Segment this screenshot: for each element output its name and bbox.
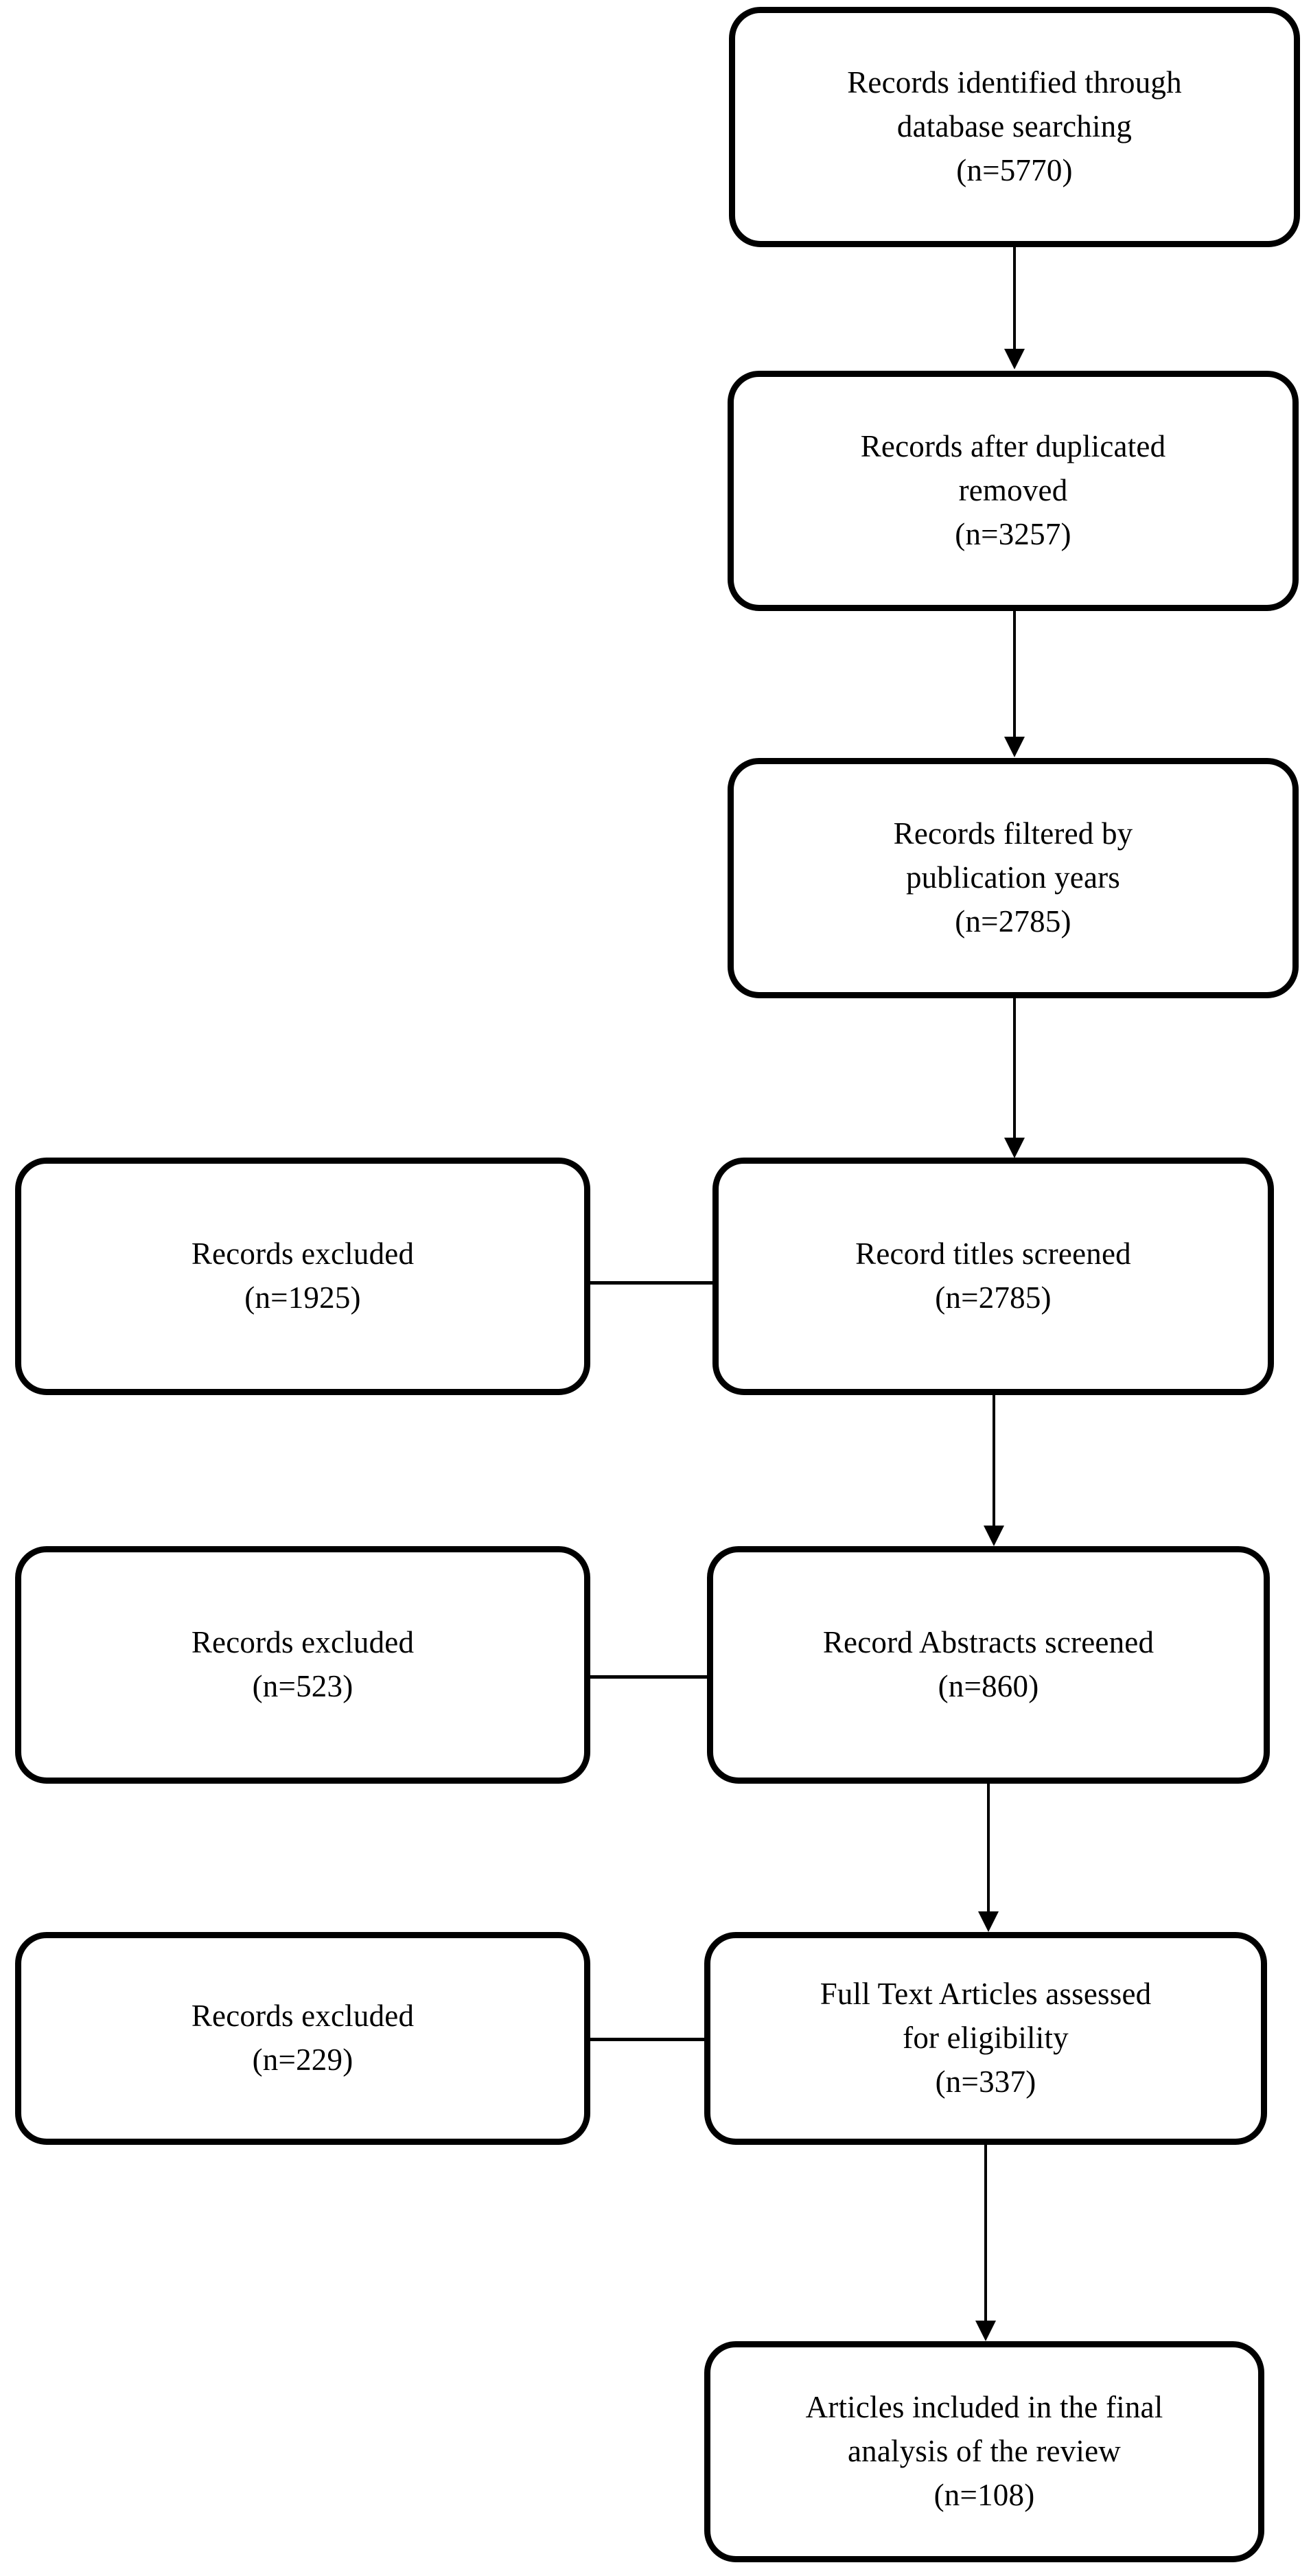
box-line: Records identified through (847, 65, 1182, 100)
box-line: Records excluded (191, 1625, 415, 1660)
arrowhead-down-icon (1004, 1138, 1025, 1158)
connector-filtered-to-titles-screened (1013, 998, 1016, 1139)
box-line: Records filtered by (893, 816, 1133, 851)
arrowhead-down-icon (1004, 737, 1025, 757)
box-line: (n=523) (252, 1669, 353, 1703)
box-line: (n=337) (935, 2064, 1036, 2099)
box-records-excluded-titles: Records excluded (n=1925) (15, 1158, 590, 1395)
box-line: database searching (896, 109, 1133, 144)
box-records-identified: Records identified through database sear… (729, 7, 1300, 247)
connector-identified-to-after-duplicates (1013, 247, 1016, 350)
arrowhead-down-icon (1004, 349, 1025, 369)
box-line: analysis of the review (847, 2434, 1122, 2469)
box-line: Record Abstracts screened (822, 1625, 1155, 1660)
arrowhead-down-icon (984, 1526, 1004, 1546)
box-line: removed (958, 473, 1068, 508)
box-fulltext-assessed: Full Text Articles assessed for eligibil… (704, 1932, 1267, 2145)
box-record-abstracts-screened: Record Abstracts screened (n=860) (707, 1546, 1270, 1784)
box-line: (n=5770) (956, 152, 1073, 187)
box-line: Record titles screened (855, 1237, 1131, 1272)
box-line: (n=3257) (955, 516, 1071, 551)
box-line: (n=2785) (935, 1280, 1052, 1315)
box-line: Records excluded (191, 1237, 415, 1272)
connector-titles-screened-to-excluded (587, 1281, 717, 1285)
arrowhead-down-icon (975, 2321, 996, 2341)
box-articles-included: Articles included in the final analysis … (704, 2341, 1264, 2562)
box-records-filtered-years: Records filtered by publication years (n… (728, 758, 1299, 998)
box-line: (n=2785) (955, 904, 1071, 939)
box-line: (n=108) (933, 2477, 1035, 2512)
box-records-excluded-abstracts: Records excluded (n=523) (15, 1546, 590, 1784)
box-line: (n=860) (938, 1669, 1039, 1703)
connector-fulltext-to-excluded (587, 2038, 717, 2041)
box-record-titles-screened: Record titles screened (n=2785) (712, 1158, 1274, 1395)
box-line: (n=229) (252, 2043, 353, 2077)
box-line: (n=1925) (244, 1280, 361, 1315)
box-line: publication years (905, 860, 1121, 895)
box-line: Articles included in the final (805, 2390, 1163, 2425)
box-line: Full Text Articles assessed (820, 1977, 1152, 2012)
box-line: Records after duplicated (860, 429, 1166, 464)
box-records-after-duplicates: Records after duplicated removed (n=3257… (728, 371, 1299, 611)
arrowhead-down-icon (978, 1911, 999, 1932)
box-line: for eligibility (903, 2021, 1069, 2056)
box-line: Records excluded (191, 1999, 415, 2034)
connector-abstracts-screened-to-excluded (587, 1675, 717, 1679)
connector-abstracts-to-fulltext (987, 1784, 990, 1913)
connector-fulltext-to-included (984, 2145, 987, 2322)
box-records-excluded-fulltext: Records excluded (n=229) (15, 1932, 590, 2145)
connector-after-duplicates-to-filtered (1013, 611, 1016, 738)
connector-titles-to-abstracts (993, 1395, 995, 1527)
